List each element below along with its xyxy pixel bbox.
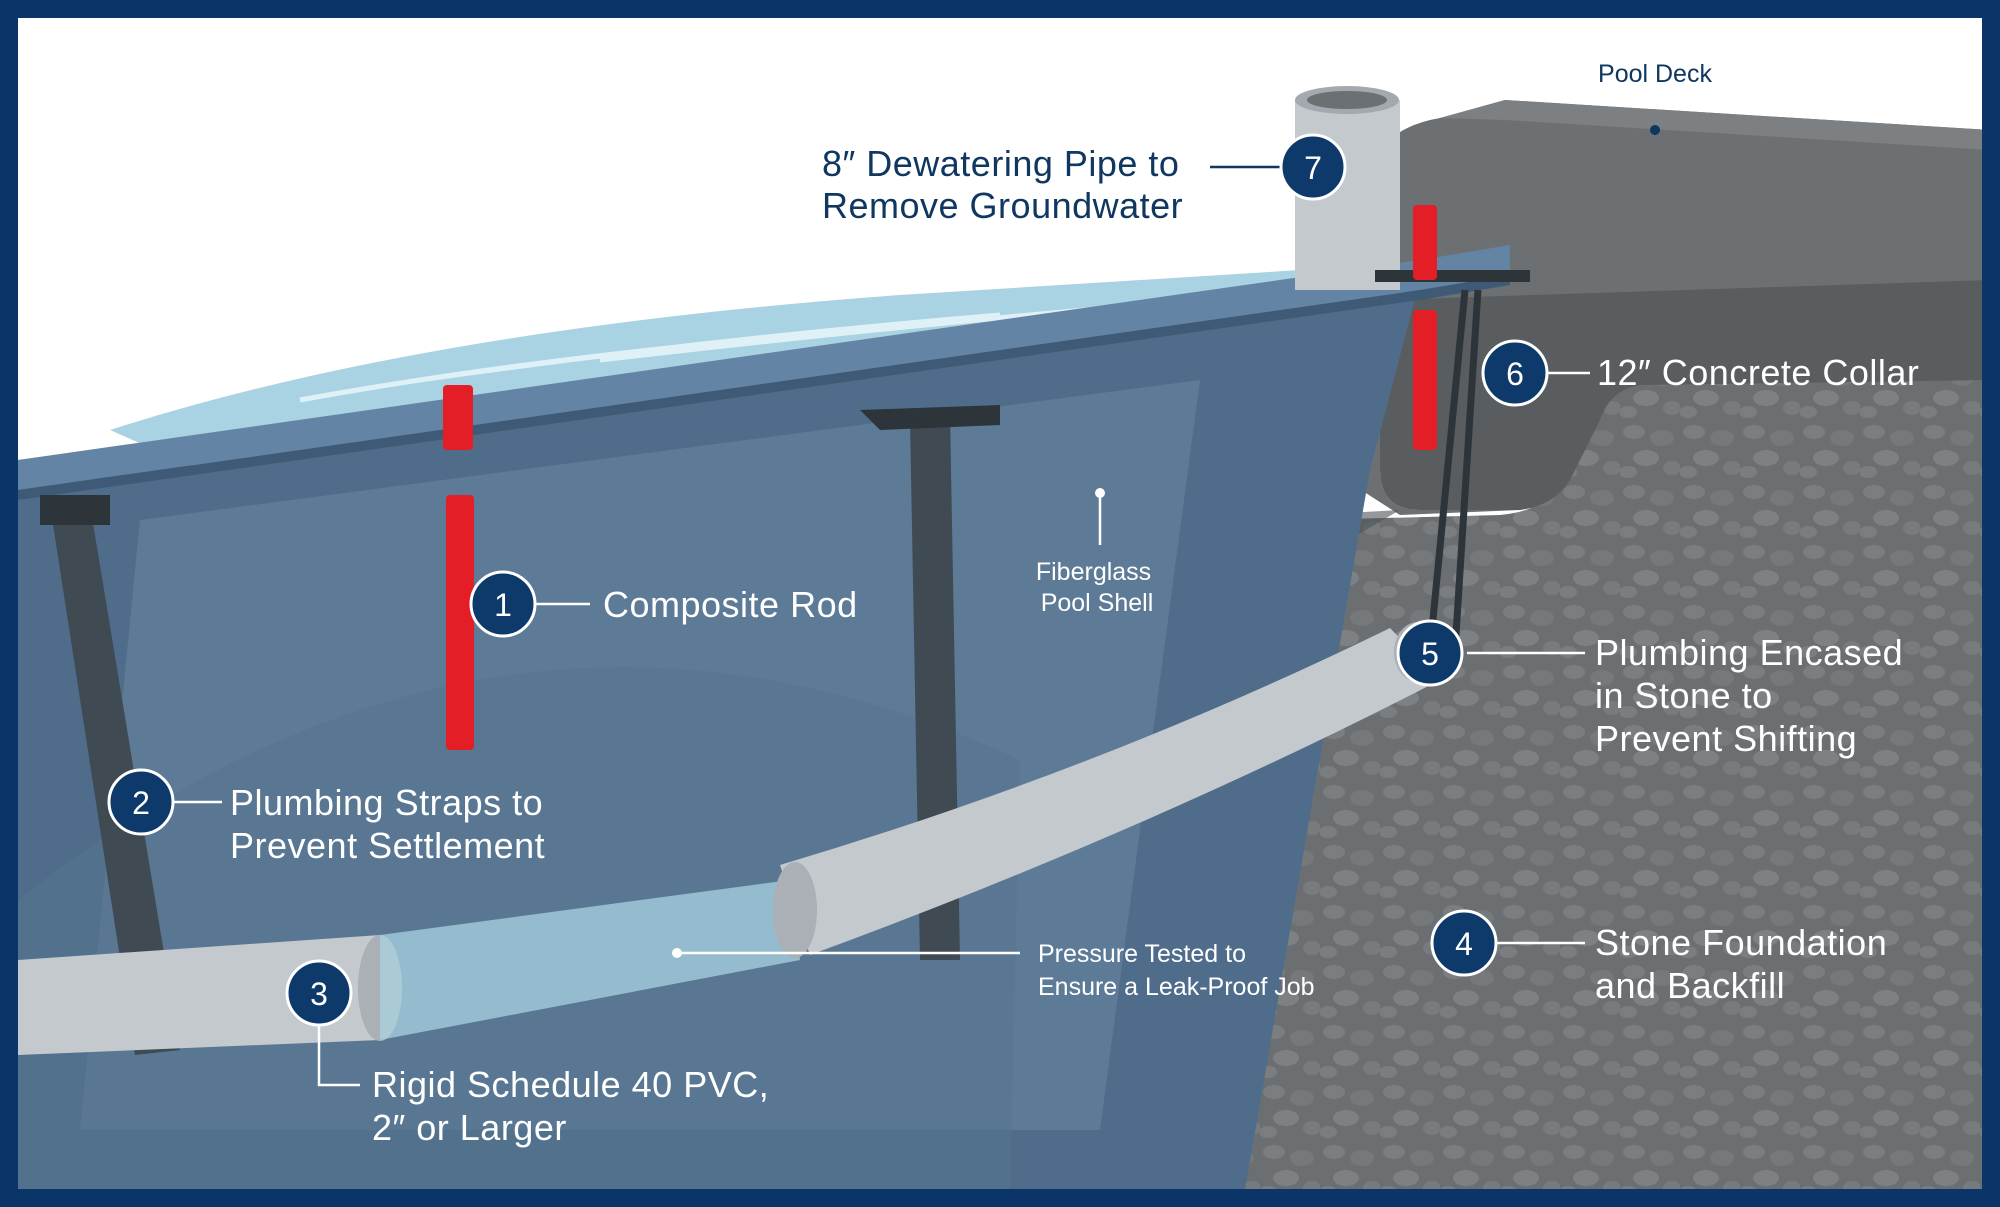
composite-rod-right <box>1413 310 1437 450</box>
stone-backfill <box>1180 300 1990 1190</box>
badge-1: 1 <box>469 570 537 638</box>
label-composite-rod: Composite Rod <box>603 584 858 625</box>
dot-fiberglass <box>1095 488 1105 498</box>
badge-2-number: 2 <box>132 785 150 821</box>
label-pool-deck: Pool Deck <box>1598 60 1712 88</box>
composite-rod <box>446 495 474 750</box>
badge-3: 3 <box>285 959 353 1027</box>
label-dewatering-pipe: 8″ Dewatering Pipe to Remove Groundwater <box>822 143 1190 226</box>
badge-2: 2 <box>107 768 175 836</box>
label-rigid-pvc: Rigid Schedule 40 PVC, 2″ or Larger <box>372 1064 780 1148</box>
composite-rod-top <box>443 385 473 450</box>
pvc-pipe-right-end <box>773 862 817 958</box>
leader-3 <box>317 1025 360 1087</box>
composite-rod-right-top <box>1413 205 1437 280</box>
strap-right-a <box>1426 289 1469 651</box>
label-plumbing-straps: Plumbing Straps to Prevent Settlement <box>230 782 554 866</box>
badge-6-number: 6 <box>1506 356 1524 392</box>
label-plumbing-encased: Plumbing Encased in Stone to Prevent Shi… <box>1595 632 1914 759</box>
badge-1-number: 1 <box>494 587 512 623</box>
badge-6: 6 <box>1481 339 1549 407</box>
plumbing-strap-left <box>50 505 180 1055</box>
strap-right-b <box>1451 289 1482 651</box>
strap-clip-left <box>40 495 110 525</box>
badge-7: 7 <box>1279 133 1347 201</box>
strap-clip-middle <box>860 405 1000 430</box>
label-concrete-collar: 12″ Concrete Collar <box>1597 352 1919 393</box>
badge-4-number: 4 <box>1455 926 1473 962</box>
badge-4: 4 <box>1430 909 1498 977</box>
badge-5-number: 5 <box>1421 636 1439 672</box>
badge-7-number: 7 <box>1304 150 1322 186</box>
badge-5: 5 <box>1396 619 1464 687</box>
label-fiberglass-shell: Fiberglass Pool Shell <box>1036 558 1158 617</box>
pool-deck <box>1330 100 1990 515</box>
pool-rim-edge <box>18 275 1510 500</box>
pool-rim <box>18 245 1510 490</box>
concrete-collar <box>1380 280 1990 510</box>
dewatering-pipe-opening <box>1307 91 1387 109</box>
badge-3-number: 3 <box>310 976 328 1012</box>
pvc-pipe-right <box>780 628 1440 955</box>
pvc-pipe-left <box>18 935 380 1055</box>
label-pressure-tested: Pressure Tested to Ensure a Leak-Proof J… <box>1038 940 1315 1001</box>
deck-top-surface <box>1440 100 1990 150</box>
label-stone-foundation: Stone Foundation and Backfill <box>1595 922 1898 1006</box>
strap-clip-right <box>1375 270 1530 282</box>
dot-pool-deck <box>1650 125 1660 135</box>
dot-pressure <box>672 948 682 958</box>
pressure-test-water <box>380 880 800 1040</box>
